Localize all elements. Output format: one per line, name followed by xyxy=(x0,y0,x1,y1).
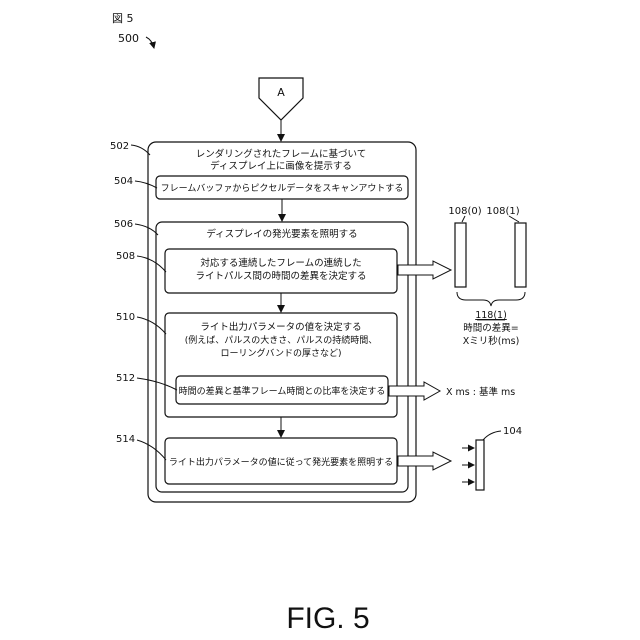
ref-508-label: 508 xyxy=(116,251,135,262)
ref-500-label: 500 xyxy=(118,32,139,45)
pulse-bar-right xyxy=(515,223,526,287)
step-508-line2: ライトパルス間の時間の差異を決定する xyxy=(195,270,366,282)
step-510-line3: ローリングバンドの厚さなど) xyxy=(221,347,342,359)
ref-504-label: 504 xyxy=(114,176,133,187)
step-506-text: ディスプレイの発光要素を照明する xyxy=(206,228,357,240)
step-502-line1: レンダリングされたフレームに基づいて xyxy=(196,148,366,160)
ref-502-label: 502 xyxy=(110,141,129,152)
ratio-text: X ms : 基準 ms xyxy=(446,386,515,398)
pulse-left-label: 108(0) xyxy=(448,206,481,217)
ref-502-leader xyxy=(131,145,150,155)
pulse-bar-left xyxy=(455,223,466,287)
step-512-text: 時間の差異と基準フレーム時間との比率を決定する xyxy=(179,385,386,397)
light-emitting-element xyxy=(476,440,484,490)
ref-506-label: 506 xyxy=(114,219,133,230)
element-104-leader xyxy=(483,431,501,440)
ref-500-pointer xyxy=(146,37,154,48)
element-104-label: 104 xyxy=(503,426,522,437)
step-514-text: ライト出力パラメータの値に従って発光要素を照明する xyxy=(169,456,393,468)
ref-510-label: 510 xyxy=(116,312,135,323)
step-504-text: フレームバッファからピクセルデータをスキャンアウトする xyxy=(161,182,404,194)
connector-a-label: A xyxy=(277,86,285,99)
step-508-line1: 対応する連続したフレームの連続した xyxy=(200,257,361,269)
time-difference-brace xyxy=(457,292,525,306)
ref-514-label: 514 xyxy=(116,434,135,445)
pulse-right-label: 108(1) xyxy=(486,206,519,217)
step-502-line2: ディスプレイ上に画像を提示する xyxy=(210,160,352,172)
connector-a-shape xyxy=(259,78,303,120)
time-difference-line1: 時間の差異= xyxy=(463,322,518,334)
step-510-line1: ライト出力パラメータの値を決定する xyxy=(200,321,361,333)
step-510-line2: (例えば、パルスの大きさ、パルスの持続時間、 xyxy=(185,334,378,346)
figure-caption: FIG. 5 xyxy=(286,602,369,635)
ref-512-label: 512 xyxy=(116,373,135,384)
time-difference-line2: Xミリ秒(ms) xyxy=(463,335,520,347)
figure-top-label: 図 5 xyxy=(112,12,134,25)
time-difference-ref: 118(1) xyxy=(475,310,507,321)
